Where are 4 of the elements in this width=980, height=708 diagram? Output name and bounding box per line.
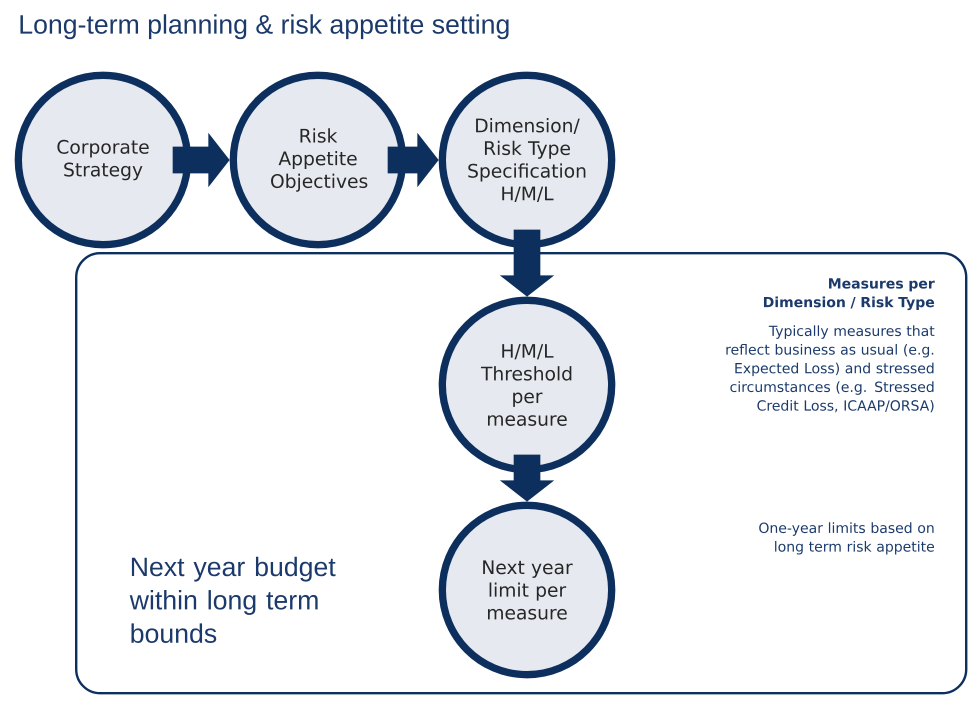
title: Long-term planning & risk appetite setting xyxy=(20,14,509,40)
note-text: One-year limits based on long term risk appetite xyxy=(759,522,934,554)
note-text: Typically measures that reflect business as usual (e.g. Expected Loss) and stressed circumstances (e.g. Stressed Credit Loss, ICAAP/ORSA) xyxy=(726,325,934,412)
heading: Measures per Dimension / Risk Type xyxy=(764,278,935,310)
